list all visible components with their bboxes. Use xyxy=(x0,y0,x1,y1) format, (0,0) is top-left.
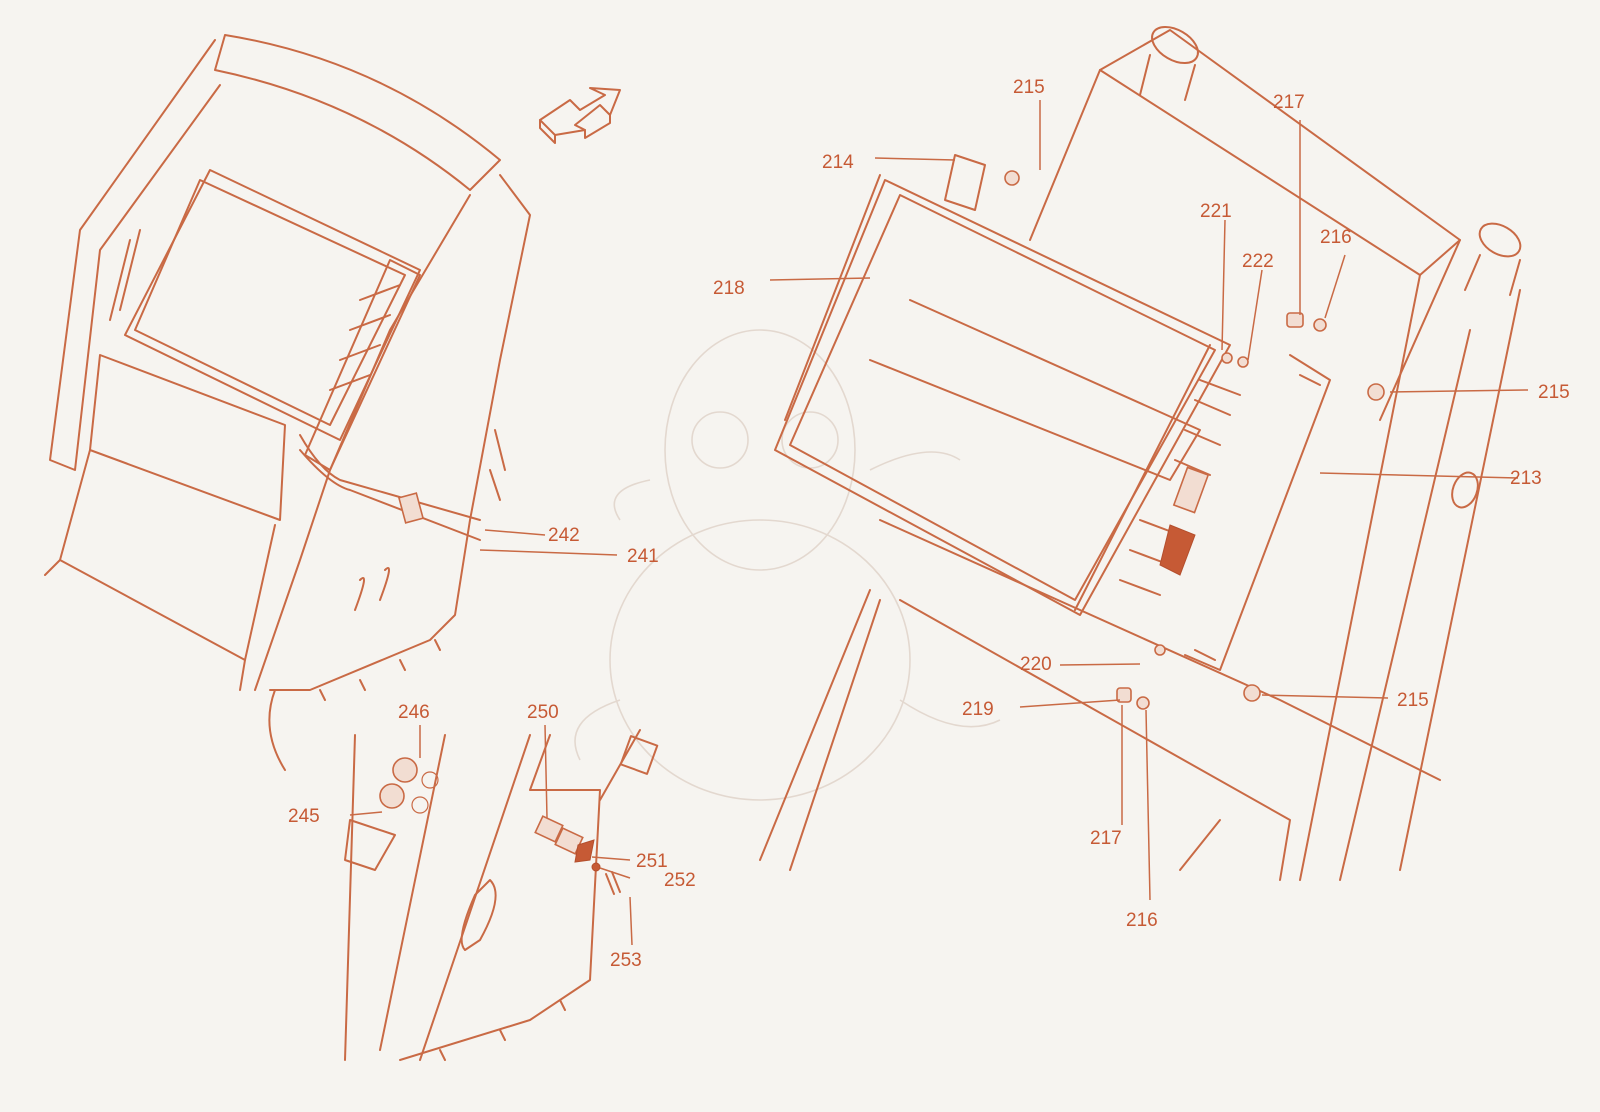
callout-241: 241 xyxy=(627,546,659,567)
callout-216-bottom: 216 xyxy=(1126,910,1158,931)
callout-217-top: 217 xyxy=(1273,92,1305,113)
dragon-watermark xyxy=(574,329,1001,801)
callout-250: 250 xyxy=(527,702,559,723)
callout-220: 220 xyxy=(1020,654,1052,675)
leader-lines xyxy=(349,100,1529,946)
callout-217-bottom: 217 xyxy=(1090,828,1122,849)
callout-labels: 213 214 215 215 215 216 216 217 217 218 … xyxy=(288,77,1570,971)
detail-view xyxy=(344,729,659,1061)
frame-assembly xyxy=(759,25,1522,881)
callout-222: 222 xyxy=(1242,251,1274,272)
callout-245: 245 xyxy=(288,806,320,827)
callout-215-top: 215 xyxy=(1013,77,1045,98)
callout-221: 221 xyxy=(1200,201,1232,222)
callout-216-top: 216 xyxy=(1320,227,1352,248)
callout-242: 242 xyxy=(548,525,580,546)
callout-252: 252 xyxy=(664,870,696,891)
callout-219: 219 xyxy=(962,699,994,720)
callout-213: 213 xyxy=(1510,468,1542,489)
direction-arrow-icon xyxy=(539,87,621,144)
callout-214: 214 xyxy=(822,152,854,173)
callout-251: 251 xyxy=(636,851,668,872)
cabinet-assembly xyxy=(44,34,531,771)
callout-246: 246 xyxy=(398,702,430,723)
callout-218: 218 xyxy=(713,278,745,299)
callout-215-lower: 215 xyxy=(1397,690,1429,711)
callout-215-right: 215 xyxy=(1538,382,1570,403)
callout-253: 253 xyxy=(610,950,642,971)
